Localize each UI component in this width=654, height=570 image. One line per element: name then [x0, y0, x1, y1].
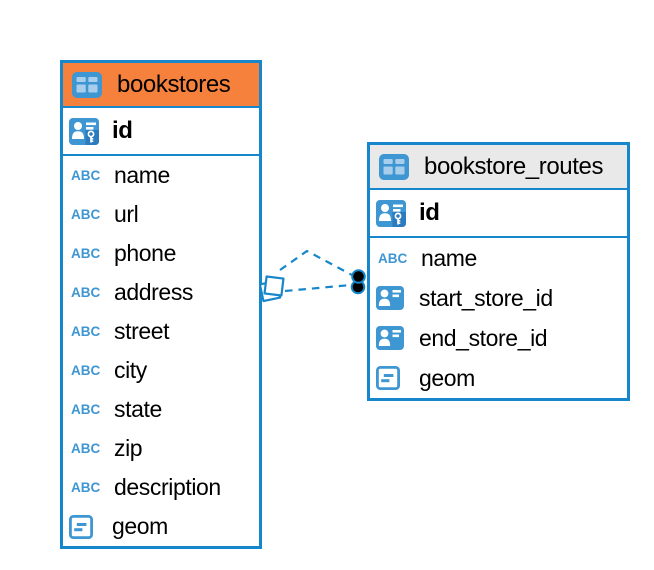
- text-type-icon: ABC: [71, 246, 101, 261]
- primary-key-icon: [69, 117, 105, 145]
- geometry-type-icon: [376, 366, 412, 390]
- column-name: zip: [114, 435, 143, 461]
- column-row-zip[interactable]: ABC zip: [63, 429, 259, 468]
- column-name: address: [114, 279, 194, 305]
- table-icon: [379, 153, 415, 180]
- column-name: name: [421, 244, 477, 271]
- many-end-diamond-marker[interactable]: [258, 275, 285, 303]
- text-type-icon: ABC: [71, 363, 101, 378]
- column-row-end_store_id[interactable]: end_store_id: [370, 318, 627, 358]
- foreign-key-person-icon: [376, 286, 412, 310]
- text-type-icon: ABC: [378, 250, 408, 266]
- relationship-line-lower[interactable]: [284, 283, 352, 293]
- relationship-line-upper[interactable]: [279, 249, 353, 276]
- column-name: name: [114, 162, 170, 188]
- column-name: description: [114, 474, 221, 500]
- column-row-geom[interactable]: geom: [63, 507, 259, 546]
- text-type-icon: ABC: [71, 168, 101, 183]
- column-row-id[interactable]: id: [370, 190, 627, 238]
- text-type-icon: ABC: [71, 324, 101, 339]
- column-name: id: [419, 199, 440, 226]
- primary-key-icon: [376, 199, 412, 227]
- column-row-street[interactable]: ABC street: [63, 312, 259, 351]
- column-name: end_store_id: [419, 324, 548, 351]
- column-row-description[interactable]: ABC description: [63, 468, 259, 507]
- text-type-icon: ABC: [71, 402, 101, 417]
- column-name: url: [114, 201, 139, 227]
- table-title: bookstores: [117, 70, 231, 98]
- column-name: street: [114, 318, 170, 344]
- column-row-state[interactable]: ABC state: [63, 390, 259, 429]
- table-bookstores-header[interactable]: bookstores: [63, 63, 259, 108]
- column-name: geom: [419, 364, 475, 391]
- geometry-type-icon: [69, 514, 105, 539]
- column-row-city[interactable]: ABC city: [63, 351, 259, 390]
- column-row-name[interactable]: ABC name: [370, 238, 627, 278]
- text-type-icon: ABC: [71, 207, 101, 222]
- column-row-geom[interactable]: geom: [370, 358, 627, 398]
- foreign-key-person-icon: [376, 326, 412, 350]
- text-type-icon: ABC: [71, 480, 101, 495]
- column-row-id[interactable]: id: [63, 108, 259, 156]
- one-end-circle-marker[interactable]: [350, 269, 366, 295]
- table-bookstore-routes-header[interactable]: bookstore_routes: [370, 145, 627, 190]
- column-name: start_store_id: [419, 284, 553, 311]
- column-row-url[interactable]: ABC url: [63, 195, 259, 234]
- column-row-name[interactable]: ABC name: [63, 156, 259, 195]
- text-type-icon: ABC: [71, 285, 101, 300]
- column-row-phone[interactable]: ABC phone: [63, 234, 259, 273]
- table-title: bookstore_routes: [424, 152, 604, 180]
- column-name: state: [114, 396, 162, 422]
- table-icon: [72, 71, 108, 98]
- column-name: geom: [112, 513, 168, 539]
- text-type-icon: ABC: [71, 441, 101, 456]
- column-name: phone: [114, 240, 176, 266]
- column-name: id: [112, 117, 133, 144]
- column-name: city: [114, 357, 147, 383]
- column-row-start_store_id[interactable]: start_store_id: [370, 278, 627, 318]
- column-row-address[interactable]: ABC address: [63, 273, 259, 312]
